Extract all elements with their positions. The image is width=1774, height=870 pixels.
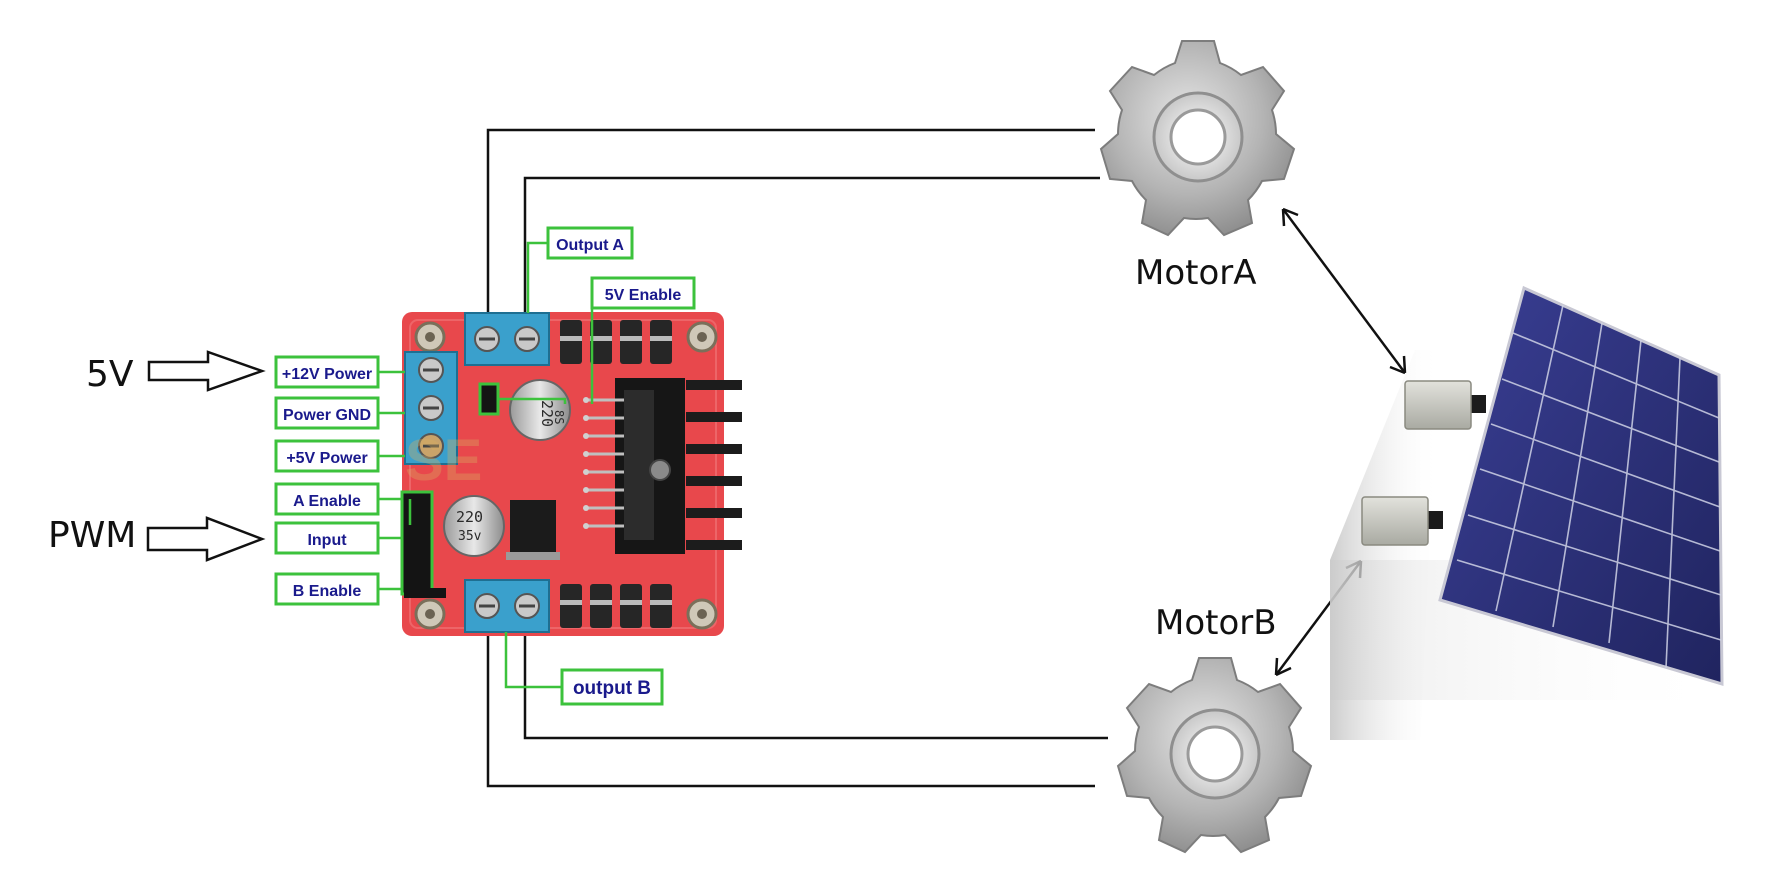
svg-text:Output A: Output A: [556, 237, 624, 254]
wires: [486, 128, 1108, 788]
pwm-input: PWM: [48, 515, 266, 562]
board-watermark: SE: [405, 428, 482, 493]
gear-icon: [1116, 657, 1313, 854]
arrow-right-icon: [146, 516, 266, 562]
solar-panel-icon: [1330, 285, 1730, 740]
motor-b: MotorB: [1116, 603, 1313, 854]
pin-label-a-enable: A Enable: [274, 482, 380, 516]
motor-a: MotorA: [1099, 40, 1296, 293]
svg-text:8S: 8S: [552, 410, 566, 424]
wire-output-b-outer: [486, 630, 1095, 788]
power-input: 5V: [86, 350, 266, 395]
pin-label-b-enable: B Enable: [274, 572, 380, 606]
svg-text:35v: 35v: [458, 529, 482, 544]
arrow-right-icon: [147, 350, 266, 392]
svg-text:A Enable: A Enable: [293, 493, 361, 510]
wire-output-a-inner: [523, 176, 1100, 318]
wire-output-b-inner: [523, 630, 1108, 740]
power-input-label: 5V: [86, 354, 134, 395]
pin-label-plus5v-power: +5V Power: [274, 439, 380, 473]
diodes-top: [560, 320, 672, 364]
control-header-pins: [400, 490, 446, 598]
l298-heatsink: [583, 378, 742, 554]
solar-panel-surface: [1438, 285, 1724, 687]
jumper-5v-enable: [478, 382, 500, 416]
actuator-bottom: [1361, 496, 1443, 546]
pwm-input-label: PWM: [48, 515, 136, 556]
actuator-top: [1404, 380, 1486, 430]
svg-text:+5V Power: +5V Power: [286, 450, 367, 467]
pin-label-output-b: output B: [560, 668, 664, 706]
pin-label-plus12v-power: +12V Power: [274, 355, 380, 389]
motor-a-label: MotorA: [1135, 253, 1257, 293]
svg-text:Input: Input: [307, 532, 347, 549]
pin-label-power-gnd: Power GND: [274, 396, 380, 430]
pin-label-input: Input: [274, 521, 380, 555]
svg-text:220: 220: [538, 400, 556, 427]
svg-text:220: 220: [456, 508, 483, 526]
diodes-bottom: [560, 584, 672, 628]
svg-text:Power GND: Power GND: [283, 407, 371, 424]
motor-b-label: MotorB: [1155, 603, 1277, 643]
solar-panel-grid: [1456, 304, 1722, 669]
capacitor-bottom: 220 35v: [443, 495, 505, 557]
mounting-holes: [414, 321, 718, 630]
motor-a-link: [1281, 208, 1407, 374]
svg-text:output B: output B: [573, 678, 651, 699]
pin-label-5v-enable: 5V Enable: [590, 276, 696, 310]
wire-output-a-outer: [486, 128, 1095, 318]
label-leaders: [378, 241, 594, 689]
voltage-regulator: [506, 500, 560, 560]
pin-label-output-a: Output A: [546, 226, 634, 260]
svg-text:B Enable: B Enable: [293, 583, 362, 600]
l298n-board: 8S 220 220 35v SE: [400, 312, 742, 636]
output-b-terminal: [464, 579, 550, 633]
pin-labels: +12V Power Power GND +5V Power A Enable …: [274, 226, 696, 706]
svg-text:+12V Power: +12V Power: [282, 366, 372, 383]
svg-text:5V Enable: 5V Enable: [605, 287, 682, 304]
gear-icon: [1099, 40, 1296, 237]
output-a-terminal: [464, 312, 550, 366]
power-terminal-block: [404, 351, 458, 465]
capacitor-top: 8S 220: [509, 379, 571, 441]
